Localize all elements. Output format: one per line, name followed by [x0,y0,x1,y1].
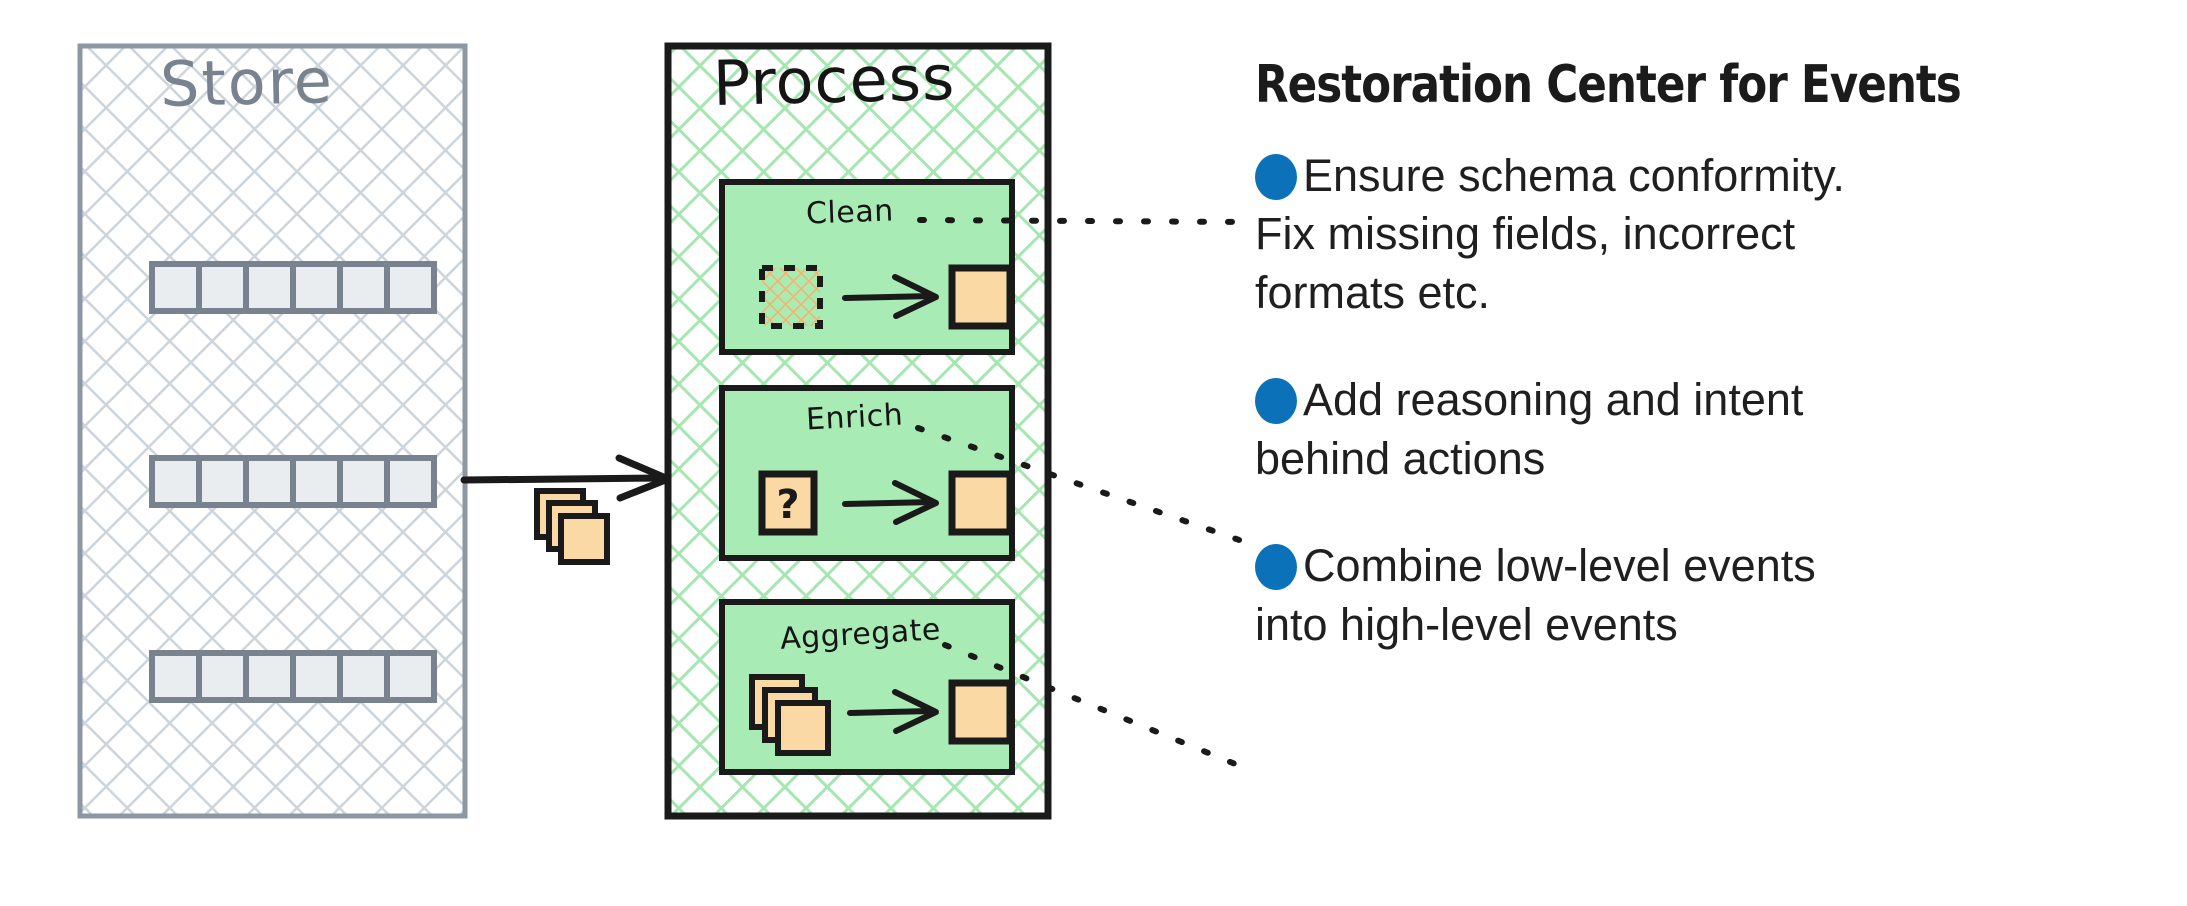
connector-aggregate-to-bullet-3 [942,642,1248,771]
unknown-event-icon: ? [758,470,818,536]
store-cell [149,455,202,508]
bullet-line: Fix missing fields, incorrect [1255,208,1796,260]
store-cell [337,261,390,314]
store-cell [243,261,296,314]
store-cell [384,261,437,314]
store-cell [337,455,390,508]
store-row [149,261,437,314]
transform-arrow-icon [842,480,939,525]
dirty-event-icon [759,265,823,329]
transform-arrow-icon [842,274,939,319]
process-step-aggregate [719,599,1015,775]
process-step-enrich: ? [719,385,1015,561]
bullet-line: Ensure schema conformity. [1303,149,1845,201]
annotation-panel: Restoration Center for Events Ensure sch… [1255,58,2155,653]
connector-clean-to-bullet-1 [917,217,1248,225]
store-cell [290,650,343,703]
store-cell [384,650,437,703]
bullet-line: behind actions [1255,433,1546,485]
store-row [149,455,437,508]
store-cell [196,455,249,508]
bullet-item-1: Ensure schema conformity. Fix missing fi… [1255,149,2155,322]
step-label-clean: Clean [805,193,895,232]
stacked-events-icon [749,674,831,756]
store-cell [337,650,390,703]
store-cell [243,455,296,508]
bullet-list: Ensure schema conformity. Fix missing fi… [1255,149,2155,653]
store-cell [149,261,202,314]
store-cell [149,650,202,703]
process-step-clean [719,179,1015,355]
store-cell [290,261,343,314]
bullet-line: Add reasoning and intent [1303,374,1804,426]
store-cell [290,455,343,508]
bullet-dot-icon [1255,153,1297,200]
stacked-event-cards-badge [534,488,610,565]
step-label-enrich: Enrich [805,397,905,438]
bullet-line: formats etc. [1255,267,1491,319]
store-cell [196,650,249,703]
store-cell [243,650,296,703]
transform-arrow-icon [847,689,939,734]
clean-event-icon [948,264,1014,330]
process-title: Process [712,41,957,120]
connector-enrich-to-bullet-2 [915,425,1248,545]
store-row [149,650,437,703]
bullet-item-3: Combine low-level events into high-level… [1255,539,2155,653]
store-rows [149,261,437,703]
store-cell [196,261,249,314]
bullet-item-2: Add reasoning and intent behind actions [1255,373,2155,487]
bullet-line: into high-level events [1255,598,1678,650]
panel-title: Restoration Center for Events [1255,55,1962,115]
store-title: Store [159,44,335,121]
question-glyph: ? [776,482,799,528]
aggregated-event-icon [948,679,1014,745]
bullet-dot-icon [1255,544,1297,591]
bullet-line: Combine low-level events [1303,540,1816,592]
bullet-dot-icon [1255,378,1297,425]
enriched-event-icon [948,470,1014,536]
store-cell [384,455,437,508]
